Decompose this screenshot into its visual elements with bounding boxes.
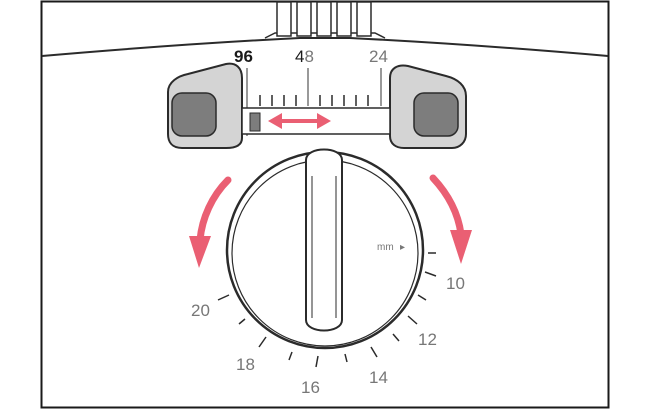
dial-tick-label-12: 12 — [418, 330, 437, 349]
dial-tick-label-10: 10 — [446, 274, 465, 293]
dial-tick-label-20: 20 — [191, 301, 210, 320]
dial-tick-marks — [217, 252, 437, 368]
slider-indicator — [249, 112, 261, 132]
left-button — [171, 92, 217, 137]
dial-tick-label-18: 18 — [236, 355, 255, 374]
machine-body-edge — [41, 37, 609, 57]
right-bracket — [389, 64, 467, 149]
right-button — [413, 92, 459, 137]
dial-knob-grip — [305, 148, 343, 332]
curved-arrow-right-icon — [429, 174, 472, 264]
curved-arrow-left-icon — [189, 176, 232, 268]
scale-label-48: 48 — [295, 47, 314, 66]
scale-label-96: 96 — [234, 47, 253, 66]
dial-tick-label-16: 16 — [301, 378, 320, 397]
double-headed-arrow-icon — [268, 113, 331, 129]
dial-unit-pointer-icon: ▸ — [400, 242, 405, 253]
needle-bar-mechanism — [276, 1, 372, 37]
stitch-length-dial — [225, 148, 425, 350]
scale-label-24: 24 — [369, 47, 388, 66]
left-bracket — [167, 62, 243, 149]
dial-tick-label-14: 14 — [369, 368, 388, 387]
dial-unit-label: mm — [377, 242, 394, 253]
